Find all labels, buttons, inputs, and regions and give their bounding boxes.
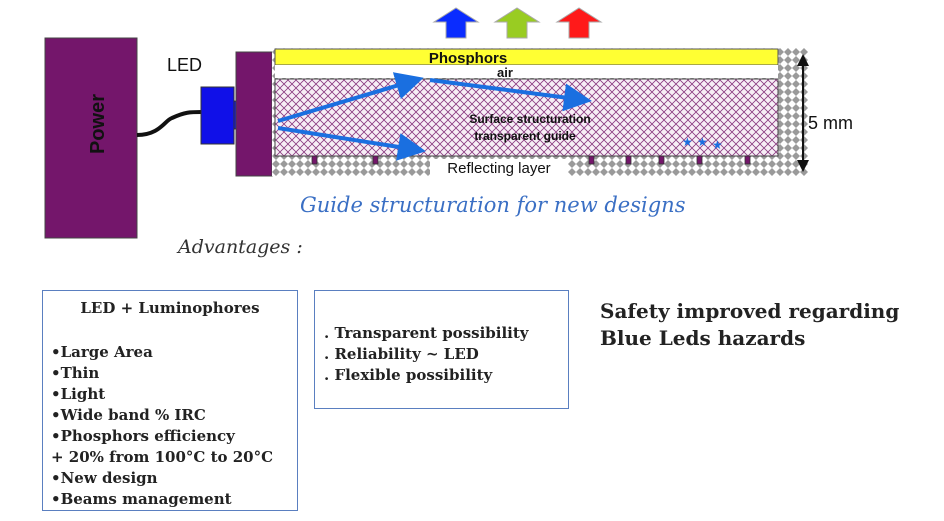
light-ray-up — [277, 72, 424, 123]
power-label: Power — [87, 94, 109, 154]
svg-text:★: ★ — [697, 135, 708, 149]
advantages-label: Advantages : — [178, 236, 303, 258]
guide-label-line2: transparent guide — [474, 129, 576, 143]
list-item: •Thin — [51, 364, 100, 382]
list-item: •Large Area — [51, 343, 153, 361]
light-ray-down — [277, 126, 426, 161]
svg-text:★: ★ — [712, 138, 723, 152]
list-item: •Beams management — [51, 490, 232, 508]
safety-line-1: Safety improved regarding — [600, 299, 900, 323]
list-item: •New design — [51, 469, 158, 487]
thickness-label: 5 mm — [808, 113, 853, 133]
light-rays — [277, 72, 592, 161]
led-guide-diagram: Power LED Phosphors air Surface structur… — [44, 7, 853, 239]
list-item: •Phosphors efficiency — [51, 427, 235, 445]
up-arrow-blue-icon — [432, 7, 480, 39]
scatter-stars-icon: ★ ★ ★ — [682, 135, 723, 152]
structuration-dots — [311, 155, 751, 165]
list-item: •Light — [51, 385, 106, 403]
power-cable — [136, 110, 203, 137]
led-label: LED — [167, 55, 202, 75]
possibilities-box: . Transparent possibility . Reliability … — [314, 290, 569, 409]
box2-list: . Transparent possibility . Reliability … — [324, 323, 529, 386]
light-ray-reflect — [429, 78, 592, 112]
air-gap — [275, 65, 778, 78]
guide-label-line1: Surface structuration — [469, 112, 590, 126]
air-label: air — [497, 65, 513, 80]
list-item: . Flexible possibility — [324, 366, 493, 384]
list-item: + 20% from 100°C to 20°C — [51, 448, 274, 466]
box1-title: LED + Luminophores — [80, 299, 260, 317]
box1-list: •Large Area •Thin •Light •Wide band % IR… — [51, 342, 273, 510]
power-block — [44, 37, 138, 239]
list-item: •Wide band % IRC — [51, 406, 206, 424]
reflecting-label: Reflecting layer — [447, 160, 550, 177]
up-arrow-red-icon — [555, 7, 603, 39]
list-item: . Transparent possibility — [324, 324, 529, 342]
led-luminophores-box: LED + Luminophores •Large Area •Thin •Li… — [42, 290, 298, 511]
up-arrow-green-icon — [493, 7, 541, 39]
caption: Guide structuration for new designs — [300, 193, 686, 217]
svg-text:★: ★ — [682, 135, 693, 149]
led-mount — [235, 51, 273, 177]
list-item: . Reliability ~ LED — [324, 345, 479, 363]
thickness-dimension — [797, 54, 809, 172]
led-body — [200, 86, 235, 145]
phosphors-label: Phosphors — [429, 50, 507, 67]
safety-note: Safety improved regarding Blue Leds haza… — [600, 298, 899, 352]
safety-line-2: Blue Leds hazards — [600, 326, 806, 350]
reflecting-label-bg — [430, 159, 568, 177]
phosphors-layer — [274, 48, 779, 66]
